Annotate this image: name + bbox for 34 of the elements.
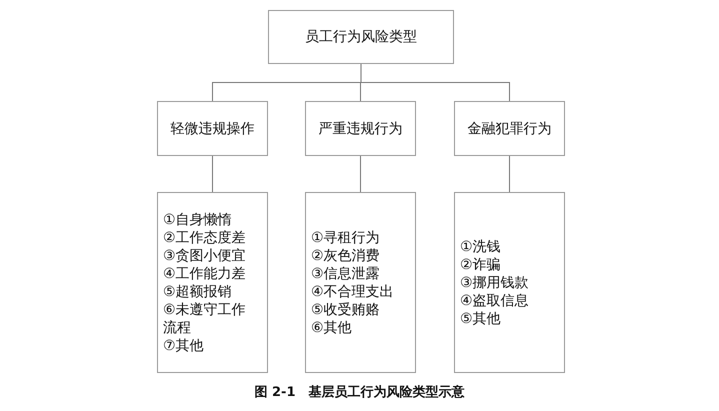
connector-line [509,156,510,192]
list-item: ②灰色消费 [311,246,381,264]
category-box [305,101,416,156]
box-label: 员工行为风险类型 [305,28,417,46]
list-item: ①寻租行为 [311,228,381,246]
list-item: ⑥未遵守工作流程 [163,300,247,336]
connector-line [360,156,361,192]
list-item: ⑦其他 [163,336,205,354]
list-item: ④盗取信息 [460,292,530,310]
box-label: 严重违规行为 [318,120,402,138]
list-item: ①洗钱 [460,238,502,256]
list-item: ⑥其他 [311,318,353,336]
list-item: ③挪用钱款 [460,274,530,292]
list-item: ①自身懒惰 [163,210,233,228]
list-item: ⑤收受贿赂 [311,300,381,318]
list-item: ④工作能力差 [163,264,247,282]
list-item: ④不合理支出 [311,282,395,300]
connector-line [212,156,213,192]
list-item: ③信息泄露 [311,264,381,282]
list-item: ⑤超额报销 [163,282,233,300]
category-box [157,101,268,156]
root-box [268,10,454,64]
list-item: ②诈骗 [460,256,502,274]
list-box [157,192,268,373]
category-box [454,101,565,156]
box-label: 金融犯罪行为 [468,120,552,138]
figure-caption: 图 2-1 基层员工行为风险类型示意 [253,384,466,401]
list-box [454,192,565,373]
list-item: ⑤其他 [460,310,502,328]
list-box [305,192,416,373]
box-label: 轻微违规操作 [170,120,254,138]
connector-line [360,64,510,102]
list-item: ③贪图小便宜 [163,246,247,264]
list-item: ②工作态度差 [163,228,247,246]
